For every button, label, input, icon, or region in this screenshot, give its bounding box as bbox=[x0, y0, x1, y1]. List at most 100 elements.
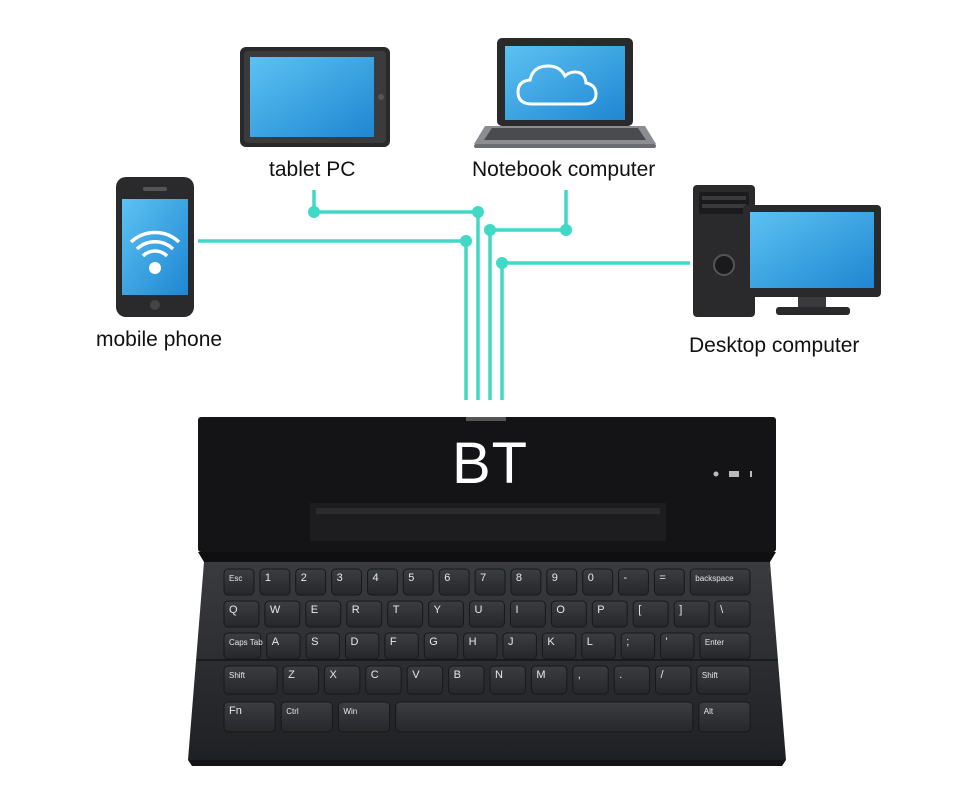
key-label: V bbox=[412, 669, 420, 681]
key: Shift bbox=[696, 665, 751, 695]
key-label: , bbox=[578, 669, 581, 681]
key-label: 2 bbox=[301, 572, 307, 584]
connector-notebook bbox=[488, 190, 568, 400]
key-cap bbox=[618, 568, 649, 596]
key: 5 bbox=[402, 568, 434, 596]
key: Ctrl bbox=[280, 701, 333, 733]
key-cap bbox=[406, 665, 444, 695]
node-notebook bbox=[560, 224, 572, 236]
connector-nodes bbox=[308, 206, 572, 269]
key: C bbox=[365, 665, 402, 695]
key-label: Shift bbox=[702, 671, 719, 680]
key-label: Shift bbox=[229, 671, 246, 680]
key: Shift bbox=[223, 665, 278, 695]
key-cap bbox=[223, 568, 255, 596]
key: [ bbox=[632, 600, 669, 628]
key-cap bbox=[223, 600, 260, 628]
key: Z bbox=[282, 665, 320, 695]
key-cap bbox=[395, 701, 694, 733]
key-label: Y bbox=[434, 604, 442, 616]
key: U bbox=[469, 600, 505, 628]
key-label: B bbox=[454, 669, 461, 681]
key-label: Win bbox=[343, 707, 357, 716]
key-cap bbox=[510, 600, 546, 628]
key-label: K bbox=[547, 636, 555, 648]
key-label: G bbox=[429, 636, 438, 648]
key-label: 3 bbox=[337, 572, 343, 584]
key: Fn bbox=[223, 701, 276, 733]
key-cap bbox=[387, 600, 424, 628]
label-mobile-phone: mobile phone bbox=[96, 328, 223, 351]
key: Alt bbox=[698, 701, 751, 733]
connector-desktop bbox=[500, 261, 690, 400]
key-label: 6 bbox=[444, 572, 450, 584]
key-label: 5 bbox=[408, 572, 414, 584]
key-cap bbox=[305, 600, 342, 628]
key: E bbox=[305, 600, 342, 628]
key: X bbox=[324, 665, 361, 695]
laptop-cloud-icon bbox=[474, 38, 656, 148]
key: O bbox=[550, 600, 587, 628]
key-label: N bbox=[495, 669, 503, 681]
key-label: 7 bbox=[480, 572, 486, 584]
desktop-computer-icon bbox=[693, 185, 881, 317]
key-label: L bbox=[587, 636, 593, 648]
key-label: Z bbox=[288, 669, 295, 681]
key-cap bbox=[463, 632, 498, 660]
key-cap bbox=[331, 568, 363, 596]
key-cap bbox=[582, 568, 614, 596]
key-cap bbox=[653, 568, 685, 596]
key-cap bbox=[223, 632, 262, 660]
key: / bbox=[655, 665, 692, 695]
key-cap bbox=[714, 600, 751, 628]
key-cap bbox=[223, 701, 276, 733]
key: 8 bbox=[510, 568, 542, 596]
key-cap bbox=[572, 665, 609, 695]
tablet-icon bbox=[240, 47, 390, 147]
connector-lines bbox=[198, 190, 690, 400]
key-cap bbox=[280, 701, 333, 733]
key: H bbox=[463, 632, 498, 660]
key-cap bbox=[423, 632, 459, 660]
key: 1 bbox=[259, 568, 291, 596]
key-label: / bbox=[661, 669, 665, 681]
key-label: 1 bbox=[265, 572, 271, 584]
key-cap bbox=[282, 665, 320, 695]
key-cap bbox=[546, 568, 578, 596]
key: backspace bbox=[689, 568, 751, 596]
key-label: F bbox=[390, 636, 397, 648]
key-label: X bbox=[330, 669, 338, 681]
key: Caps Tab bbox=[223, 632, 263, 660]
key-label: ] bbox=[679, 604, 682, 616]
key: - bbox=[618, 568, 649, 596]
label-tablet-pc: tablet PC bbox=[269, 158, 356, 181]
key-label: Caps Tab bbox=[229, 638, 263, 647]
key-cap bbox=[510, 568, 542, 596]
key-label: Ctrl bbox=[286, 707, 299, 716]
key-cap bbox=[266, 632, 301, 660]
key: ] bbox=[673, 600, 710, 628]
key: 4 bbox=[367, 568, 398, 596]
key-cap bbox=[632, 600, 669, 628]
key: ' bbox=[660, 632, 695, 660]
key-label: D bbox=[351, 636, 359, 648]
key-label: H bbox=[469, 636, 477, 648]
key: M bbox=[530, 665, 568, 695]
key-cap bbox=[613, 665, 651, 695]
key-cap bbox=[365, 665, 402, 695]
key: F bbox=[384, 632, 419, 660]
key-cap bbox=[402, 568, 434, 596]
key-cap bbox=[223, 665, 278, 695]
key: 7 bbox=[474, 568, 506, 596]
key-cap bbox=[295, 568, 327, 596]
key-label: E bbox=[311, 604, 318, 616]
key: D bbox=[345, 632, 380, 660]
key-label: J bbox=[508, 636, 514, 648]
key-label: 9 bbox=[552, 572, 558, 584]
key-cap bbox=[541, 632, 577, 660]
key-cap bbox=[591, 600, 628, 628]
key-cap bbox=[474, 568, 506, 596]
key: T bbox=[387, 600, 424, 628]
key: G bbox=[423, 632, 459, 660]
